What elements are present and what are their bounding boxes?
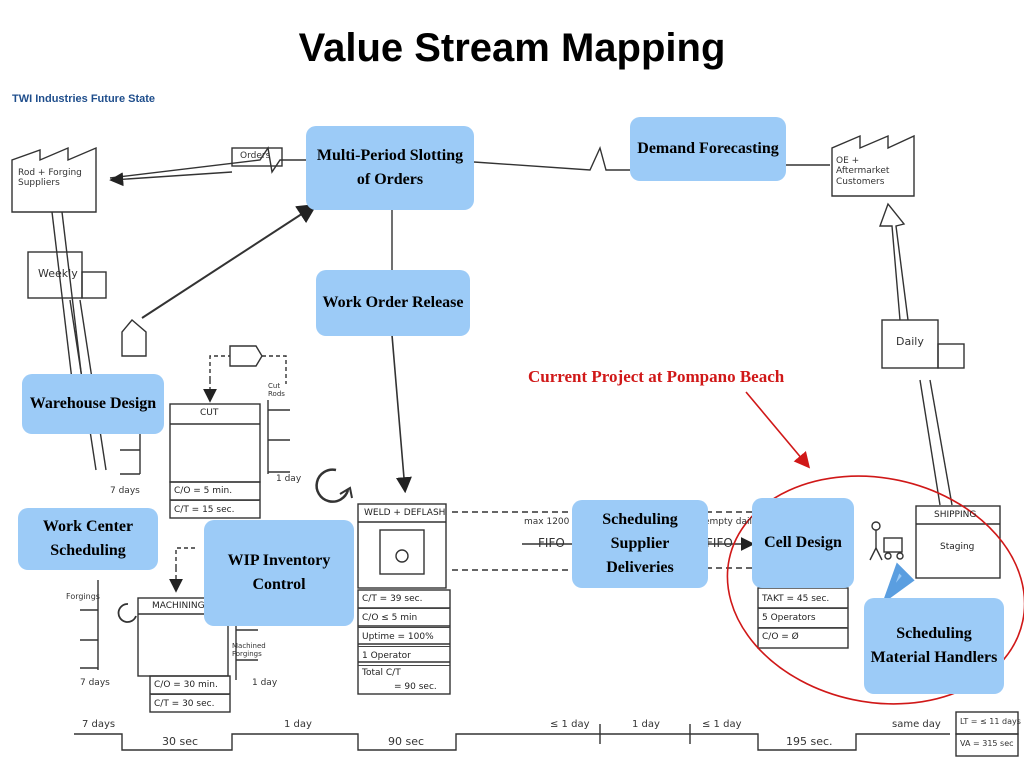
machining-process-label: MACHINING (152, 601, 205, 611)
cell-takt: TAKT = 45 sec. (758, 590, 848, 609)
timeline-bottom-2: 195 sec. (786, 735, 833, 748)
weld-ct: C/T = 39 sec. (358, 590, 450, 609)
weld-process-label: WELD + DEFLASH (364, 508, 446, 518)
pompano-annotation: Current Project at Pompano Beach (528, 367, 785, 386)
forgings-label: Forgings (66, 592, 100, 601)
cell-data: TAKT = 45 sec. 5 Operators C/O = Ø (758, 590, 848, 646)
kaizen-wip-inventory-control[interactable]: WIP Inventory Control (204, 520, 354, 626)
weld-data: C/T = 39 sec. C/O ≤ 5 min Uptime = 100% … (358, 590, 450, 694)
kaizen-scheduling-supplier-deliveries[interactable]: Scheduling Supplier Deliveries (572, 500, 708, 588)
cell-co: C/O = Ø (762, 632, 799, 642)
timeline-top-4: ≤ 1 day (702, 719, 742, 730)
supplier-factory-icon (11, 146, 97, 213)
orders-label: Orders (240, 151, 271, 161)
machining-co: C/O = 30 min. (150, 676, 230, 695)
fifo-label-1: FIFO (538, 536, 565, 550)
inv-days-cut-in: 7 days (110, 486, 140, 496)
map-subtitle: TWI Industries Future State (12, 93, 156, 105)
page-title: Value Stream Mapping (298, 26, 726, 70)
machining-ct: C/T = 30 sec. (154, 699, 215, 709)
machining-rotate-icon (117, 603, 137, 623)
cut-data: C/O = 5 min. C/T = 15 sec. (170, 482, 260, 519)
cell-operators: 5 Operators (758, 609, 848, 628)
timeline-top-5: same day (892, 719, 941, 730)
cut-process-label: CUT (200, 408, 219, 418)
daily-truck-label: Daily (896, 335, 924, 348)
timeline-top-1: 1 day (284, 719, 312, 730)
cut-rods-label: Cut Rods (268, 382, 285, 399)
timeline-bottom-1: 90 sec (388, 735, 425, 748)
machined-forgings-label: Machined Forgings (232, 642, 266, 659)
kaizen-work-center-scheduling[interactable]: Work Center Scheduling (18, 508, 158, 570)
max1200-label: max 1200 (524, 517, 570, 527)
customer-label: OE + Aftermarket Customers (836, 156, 890, 187)
kaizen-demand-forecasting[interactable]: Demand Forecasting (630, 117, 786, 181)
kaizen-warehouse-design[interactable]: Warehouse Design (22, 374, 164, 434)
timeline-top-3: 1 day (632, 719, 660, 730)
inv-days-machining-out: 1 day (252, 678, 278, 688)
weld-total-ct-value: = 90 sec. (394, 682, 437, 692)
kaizen-cell-design[interactable]: Cell Design (752, 498, 854, 588)
shipping-staging-label: Staging (940, 542, 975, 552)
cart-icon (883, 537, 903, 553)
shipping-process-label: SHIPPING (934, 510, 977, 520)
weld-operators: 1 Operator (358, 647, 450, 666)
timeline-top-0: 7 days (82, 719, 116, 730)
weld-uptime: Uptime = 100% (358, 628, 450, 647)
weld-total-ct: Total C/T (362, 668, 401, 678)
machining-data: C/O = 30 min. C/T = 30 sec. (150, 676, 230, 713)
timeline-lead-time: LT = ≤ 11 days (960, 717, 1021, 726)
weld-co: C/O ≤ 5 min (358, 609, 450, 628)
timeline-bottom-0: 30 sec (162, 735, 199, 748)
timeline-top-2: ≤ 1 day (550, 719, 590, 730)
inv-days-cut-out: 1 day (276, 474, 302, 484)
kanban-post-icon (121, 319, 147, 357)
kaizen-work-order-release[interactable]: Work Order Release (316, 270, 470, 336)
timeline-line (74, 733, 950, 751)
kaizen-scheduling-material-handlers[interactable]: Scheduling Material Handlers (864, 598, 1004, 694)
supplier-label: Rod + Forging Suppliers (18, 168, 82, 189)
pompano-highlight-ellipse (726, 475, 1024, 705)
customer-factory-icon (831, 134, 915, 197)
empty-daily-label: empty daily (704, 517, 758, 527)
cut-rotate-icon (315, 468, 350, 503)
fifo-label-2: FIFO (706, 536, 733, 550)
inv-days-machining-in: 7 days (80, 678, 110, 688)
weekly-truck-label: Weekly (38, 267, 78, 280)
kaizen-multi-period-slotting[interactable]: Multi-Period Slotting of Orders (306, 126, 474, 210)
timeline-value-added: VA = 315 sec (960, 739, 1014, 748)
cut-ct: C/T = 15 sec. (174, 505, 235, 515)
cut-co: C/O = 5 min. (170, 482, 260, 501)
